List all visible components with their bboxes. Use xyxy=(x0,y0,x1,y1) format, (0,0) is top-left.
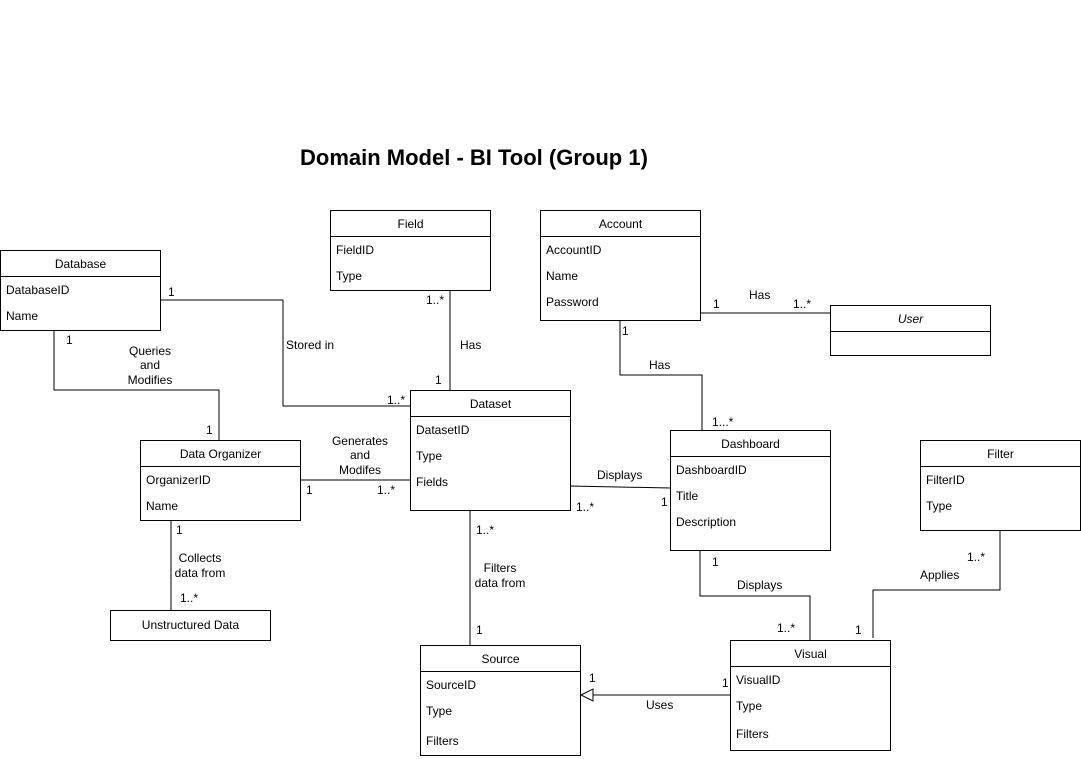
multiplicity-label: 1...* xyxy=(712,415,734,429)
multiplicity-label: 1 xyxy=(661,495,668,509)
class-attribute: Name xyxy=(6,309,39,323)
relation-label: Displays xyxy=(737,578,783,592)
class-attribute: OrganizerID xyxy=(146,473,211,487)
multiplicity-label: 1..* xyxy=(387,393,406,407)
filter-visual-line xyxy=(872,530,1001,638)
class-attribute: Type xyxy=(926,499,953,513)
class-field[interactable]: Field FieldID Type xyxy=(330,210,491,291)
class-attribute: Description xyxy=(676,515,737,529)
multiplicity-label: 1..* xyxy=(967,550,986,564)
class-data-organizer[interactable]: Data Organizer OrganizerID Name xyxy=(140,440,301,521)
relation-label: Applies xyxy=(920,568,960,582)
account-dashboard-line xyxy=(619,320,703,430)
relation-label: Stored in xyxy=(286,338,335,352)
class-name: Dashboard xyxy=(671,431,830,457)
relation-label-line: Collects xyxy=(178,551,222,565)
relation-label-line: data from xyxy=(474,576,526,590)
multiplicity-label: 1 xyxy=(855,623,862,637)
multiplicity-label: 1 xyxy=(476,623,483,637)
multiplicity-label: 1..* xyxy=(377,483,396,497)
relation-label-line: and xyxy=(349,448,371,462)
class-name: Unstructured Data xyxy=(141,618,240,632)
class-name: User xyxy=(831,306,990,332)
multiplicity-label: 1..* xyxy=(476,523,495,537)
class-name: Filter xyxy=(921,441,1080,467)
class-attribute: DatasetID xyxy=(416,423,470,437)
relation-label-line: Modifies xyxy=(127,373,173,387)
class-unstructured-data[interactable]: Unstructured Data xyxy=(110,610,271,641)
relation-label-line: Queries xyxy=(128,344,172,358)
class-source[interactable]: Source SourceID Type Filters xyxy=(420,645,581,756)
class-attribute: FieldID xyxy=(336,243,375,257)
class-name: Dataset xyxy=(411,391,570,417)
class-dataset[interactable]: Dataset DatasetID Type Fields xyxy=(410,390,571,511)
class-attribute: Fields xyxy=(416,475,449,489)
relation-label: Has xyxy=(460,338,482,352)
multiplicity-label: 1 xyxy=(168,285,175,299)
class-name: Visual xyxy=(731,641,890,667)
multiplicity-label: 1..* xyxy=(426,293,445,307)
relation-label-line: Generates xyxy=(331,434,389,448)
class-account[interactable]: Account AccountID Name Password xyxy=(540,210,701,321)
multiplicity-label: 1..* xyxy=(777,621,796,635)
db-dataset-line xyxy=(160,299,410,407)
diagram-title: Domain Model - BI Tool (Group 1) xyxy=(300,145,648,170)
class-name: Account xyxy=(541,211,700,237)
class-attribute: Type xyxy=(426,704,453,718)
class-attribute: Type xyxy=(416,449,443,463)
multiplicity-label: 1 xyxy=(722,676,729,690)
dataset-dashboard-line xyxy=(569,485,671,489)
relation-label-line: and xyxy=(139,358,161,372)
multiplicity-label: 1 xyxy=(435,373,442,387)
class-name: Source xyxy=(421,646,580,672)
multiplicity-label: 1 xyxy=(589,671,596,685)
class-name: Data Organizer xyxy=(141,441,300,467)
class-attribute: FilterID xyxy=(926,473,965,487)
class-attribute: DashboardID xyxy=(676,463,747,477)
multiplicity-label: 1 xyxy=(712,555,719,569)
multiplicity-label: 1 xyxy=(66,333,73,347)
class-attribute: Password xyxy=(546,295,599,309)
class-attribute: Name xyxy=(146,499,179,513)
class-attribute: Type xyxy=(336,269,363,283)
multiplicity-label: 1 xyxy=(206,423,213,437)
inheritance-arrow-icon xyxy=(579,688,594,702)
class-attribute: Title xyxy=(676,489,699,503)
class-attribute: Name xyxy=(546,269,579,283)
class-name: Field xyxy=(331,211,490,237)
multiplicity-label: 1 xyxy=(176,523,183,537)
db-organizer-line xyxy=(53,330,220,440)
multiplicity-label: 1..* xyxy=(180,591,199,605)
class-visual[interactable]: Visual VisualID Type Filters xyxy=(730,640,891,751)
class-dashboard[interactable]: Dashboard DashboardID Title Description xyxy=(670,430,831,551)
multiplicity-label: 1..* xyxy=(793,297,812,311)
relation-label-line: data from xyxy=(174,566,226,580)
relation-label-line: Modifes xyxy=(338,463,382,477)
multiplicity-label: 1 xyxy=(622,324,629,338)
relation-label-line: Filters xyxy=(483,561,517,575)
relation-label: Has xyxy=(649,358,671,372)
class-name: Database xyxy=(1,251,160,277)
class-attribute: SourceID xyxy=(426,678,477,692)
multiplicity-label: 1..* xyxy=(576,500,595,514)
class-attribute: DatabaseID xyxy=(6,283,70,297)
dashboard-visual-line xyxy=(699,550,811,640)
class-attribute: Filters xyxy=(736,727,769,741)
class-attribute: AccountID xyxy=(546,243,602,257)
class-attribute: Filters xyxy=(426,734,459,748)
relation-label: Uses xyxy=(646,698,674,712)
relation-label: Displays xyxy=(597,468,643,482)
class-database[interactable]: Database DatabaseID Name xyxy=(0,250,161,331)
class-attribute: Type xyxy=(736,699,763,713)
multiplicity-label: 1 xyxy=(306,483,313,497)
class-user[interactable]: User xyxy=(830,305,991,356)
multiplicity-label: 1 xyxy=(713,297,720,311)
relation-label: Has xyxy=(749,288,771,302)
class-attribute: VisualID xyxy=(736,673,781,687)
class-filter[interactable]: Filter FilterID Type xyxy=(920,440,1081,531)
